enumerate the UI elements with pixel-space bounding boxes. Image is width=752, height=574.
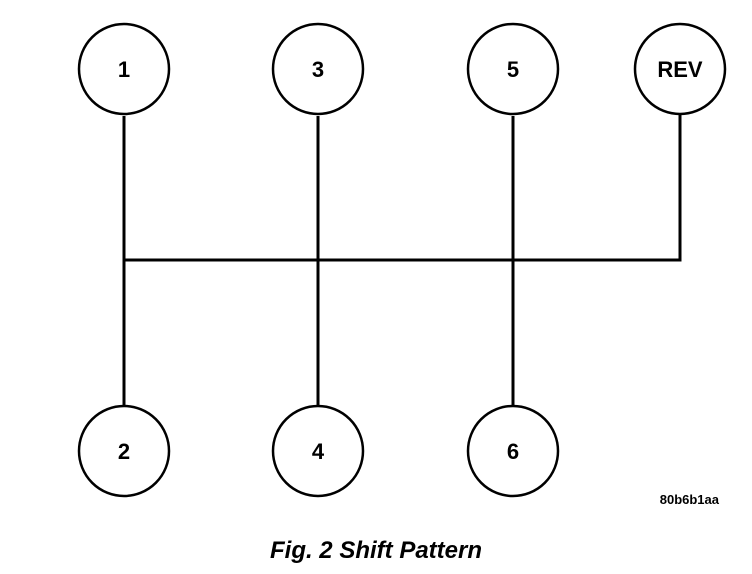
gate-line-neutral-rev: [124, 115, 682, 262]
gear-circle: [271, 22, 365, 116]
shift-gate-lines: [122, 115, 682, 407]
gear-rev-node: REV: [633, 22, 727, 116]
image-code: 80b6b1aa: [660, 492, 720, 507]
gear-label: 2: [118, 439, 130, 464]
gear-label: REV: [657, 57, 703, 82]
gear-label: 3: [312, 57, 324, 82]
gear-label: 5: [507, 57, 519, 82]
gear-label: 6: [507, 439, 519, 464]
gear-4-node: 4: [271, 404, 365, 498]
gear-circle: [466, 22, 560, 116]
gear-circle: [271, 404, 365, 498]
gear-1-node: 1: [77, 22, 171, 116]
gear-circle: [633, 22, 727, 116]
gear-3-node: 3: [271, 22, 365, 116]
gear-label: 1: [118, 57, 130, 82]
gear-circle: [77, 404, 171, 498]
gear-circle: [77, 22, 171, 116]
gear-6-node: 6: [466, 404, 560, 498]
gear-circle: [466, 404, 560, 498]
gear-2-node: 2: [77, 404, 171, 498]
figure-caption: Fig. 2 Shift Pattern: [269, 537, 482, 564]
gear-label: 4: [312, 439, 325, 464]
gear-5-node: 5: [466, 22, 560, 116]
